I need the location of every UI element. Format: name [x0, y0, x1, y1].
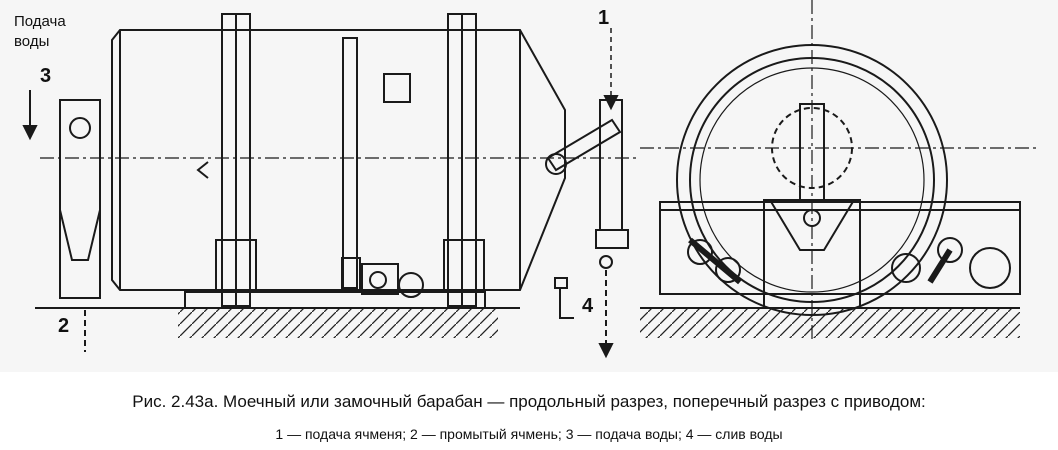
inspection-hatch	[383, 73, 411, 103]
support-column-3b	[461, 13, 477, 307]
drive-pulley-2	[937, 237, 963, 263]
support-column-1b	[235, 13, 251, 307]
arrowhead-water-in	[22, 125, 38, 141]
feed-and-drain	[545, 28, 629, 359]
roller-right	[443, 239, 485, 293]
base-frame-left	[184, 291, 486, 309]
water-inlet-column	[59, 99, 101, 299]
cross-section	[640, 0, 1040, 340]
support-roller-left-2	[715, 257, 741, 283]
motor-shaft	[369, 271, 387, 289]
callout-4: 4	[582, 295, 594, 317]
roller-left	[215, 239, 257, 293]
chute-roller	[545, 153, 567, 175]
roller-middle	[341, 257, 361, 293]
support-roller-left-1	[687, 239, 713, 265]
inlet-valve	[69, 117, 91, 139]
longitudinal-section	[22, 13, 640, 352]
callout-2: 2	[58, 315, 69, 337]
drive-pulley-1	[891, 253, 921, 283]
figure-caption: Рис. 2.43а. Моечный или замочный барабан…	[132, 392, 926, 411]
support-column-2	[342, 37, 358, 289]
drain-valve	[599, 255, 613, 269]
ground-hatch-left	[178, 308, 498, 338]
feed-arrowhead	[603, 95, 619, 111]
motor-pulley	[969, 247, 1011, 289]
hopper-cone-left	[59, 209, 101, 261]
callout-3: 3	[40, 65, 51, 87]
drive-link-left	[688, 237, 742, 285]
drum-body-longitudinal	[111, 29, 566, 291]
figure-legend: 1 — подача ячменя; 2 — промытый ячмень; …	[275, 426, 783, 442]
flow-arrow	[196, 161, 209, 179]
label-water-supply-line1: Подача	[14, 13, 66, 30]
drum-diagram: Подача воды 3 2 1 4	[14, 0, 1040, 359]
drain-pipe	[559, 288, 574, 319]
feed-chute	[546, 118, 622, 172]
support-frame	[659, 201, 1021, 295]
gear-wheel	[398, 272, 424, 298]
drain-arrowhead	[598, 343, 614, 359]
ground-hatch-right	[640, 308, 1020, 338]
drain-flange	[595, 229, 629, 249]
motor-box	[361, 263, 399, 295]
drive-link-right	[927, 248, 953, 284]
label-water-supply-line2: воды	[14, 33, 49, 50]
callout-1: 1	[598, 7, 609, 29]
